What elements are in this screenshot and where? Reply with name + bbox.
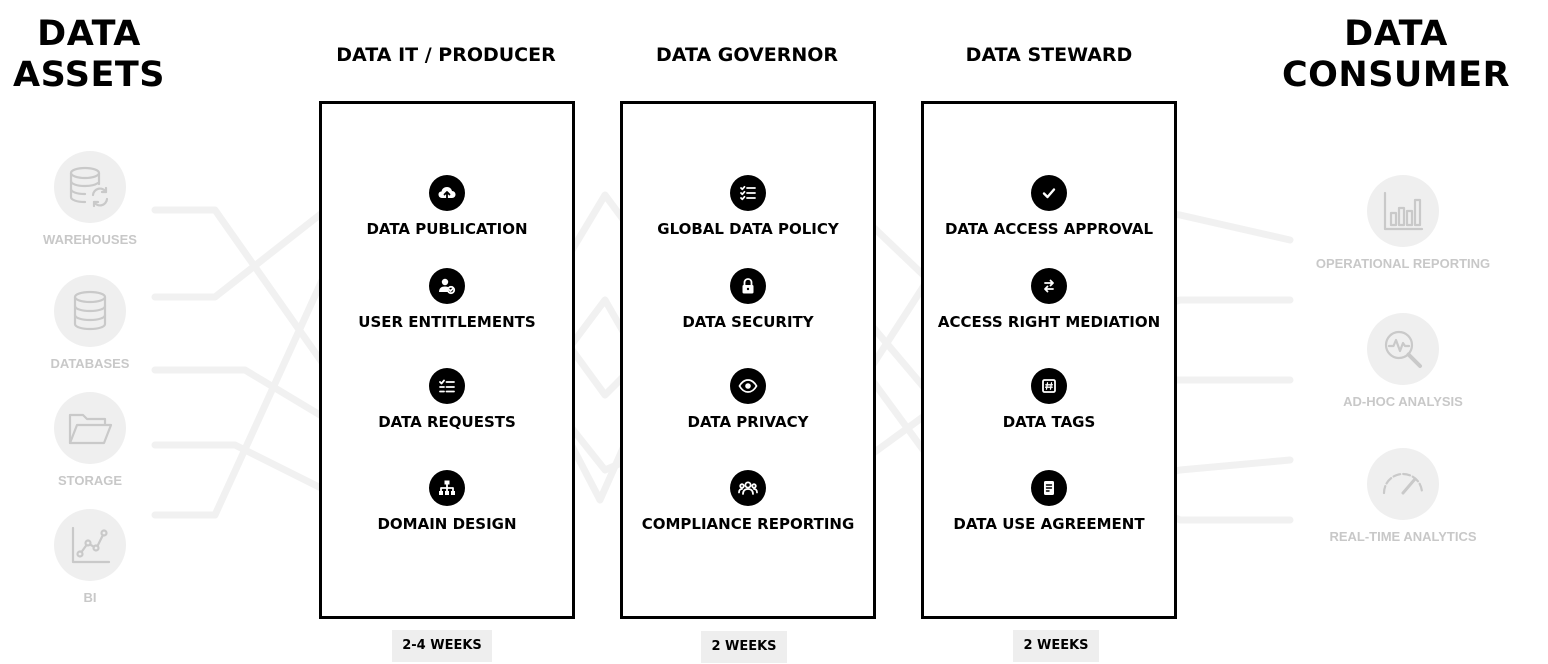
role-item-label: DOMAIN DESIGN [377, 515, 517, 533]
asset-databases-circle [54, 275, 126, 347]
asset-warehouses-label: WAREHOUSES [43, 232, 137, 247]
consumer-operational-reporting-label: OPERATIONAL REPORTING [1315, 256, 1491, 271]
data-assets-title: DATA ASSETS [0, 14, 178, 96]
role-governor-box: GLOBAL DATA POLICY DATA SECURITY DATA PR… [620, 101, 876, 619]
consumer-real-time-analytics-label: REAL-TIME ANALYTICS [1329, 529, 1477, 544]
role-item-data-requests: DATA REQUESTS [322, 368, 572, 431]
asset-warehouses: WAREHOUSES [20, 151, 160, 247]
role-item-label: USER ENTITLEMENTS [358, 313, 536, 331]
role-item-access-right-mediation: ACCESS RIGHT MEDIATION [924, 268, 1174, 331]
role-item-global-data-policy: GLOBAL DATA POLICY [623, 175, 873, 238]
role-item-data-security: DATA SECURITY [623, 268, 873, 331]
magnifier-pulse-icon [1384, 330, 1422, 368]
role-item-label: DATA SECURITY [682, 313, 814, 331]
consumer-real-time-analytics-circle [1367, 448, 1439, 520]
role-steward-title: DATA STEWARD [965, 44, 1133, 66]
asset-bi: BI [20, 509, 160, 605]
asset-storage-label: STORAGE [57, 473, 123, 488]
role-item-label: DATA PRIVACY [687, 413, 809, 431]
hash-tag-icon [1042, 379, 1056, 393]
role-item-label: GLOBAL DATA POLICY [657, 220, 839, 238]
swap-arrows-icon [1044, 279, 1054, 293]
role-item-label: DATA ACCESS APPROVAL [944, 220, 1154, 238]
role-steward-box: DATA ACCESS APPROVAL ACCESS RIGHT MEDIAT… [921, 101, 1177, 619]
role-item-data-privacy: DATA PRIVACY [623, 368, 873, 431]
asset-databases-label: DATABASES [50, 356, 130, 371]
user-check-icon [439, 278, 456, 295]
list-check-icon [740, 185, 756, 201]
role-producer-title: DATA IT / PRODUCER [336, 44, 556, 66]
duration-badge-governor: 2 WEEKS [701, 631, 787, 663]
data-assets-title-line2: ASSETS [13, 55, 165, 95]
database-icon [73, 290, 107, 331]
cloud-upload-icon [438, 187, 456, 201]
asset-storage-circle [54, 392, 126, 464]
role-item-label: DATA TAGS [1002, 413, 1096, 431]
data-consumer-title-line1: DATA [1344, 14, 1448, 54]
asset-storage: STORAGE [20, 392, 160, 488]
role-item-label: COMPLIANCE REPORTING [641, 515, 855, 533]
data-assets-title-line1: DATA [37, 14, 141, 54]
bar-chart-icon [1383, 191, 1424, 231]
role-item-compliance-reporting: COMPLIANCE REPORTING [623, 470, 873, 533]
line-chart-icon [71, 526, 111, 564]
data-consumer-title-line2: CONSUMER [1281, 55, 1511, 95]
role-item-data-use-agreement: DATA USE AGREEMENT [924, 470, 1174, 533]
agreement-doc-icon [1044, 481, 1054, 495]
role-item-label: DATA REQUESTS [378, 413, 516, 431]
role-item-domain-design: DOMAIN DESIGN [322, 470, 572, 533]
role-item-user-entitlements: USER ENTITLEMENTS [322, 268, 572, 331]
consumer-real-time-analytics: REAL-TIME ANALYTICS [1303, 448, 1503, 544]
lock-icon [742, 278, 754, 294]
asset-bi-label: BI [83, 590, 97, 605]
consumer-ad-hoc-analysis-label: AD-HOC ANALYSIS [1343, 394, 1463, 409]
consumer-ad-hoc-analysis-circle [1367, 313, 1439, 385]
duration-badge-producer: 2-4 WEEKS [392, 630, 492, 662]
duration-badge-steward: 2 WEEKS [1013, 630, 1099, 662]
asset-warehouses-circle [54, 151, 126, 223]
role-item-data-tags: DATA TAGS [924, 368, 1174, 431]
role-item-label: DATA USE AGREEMENT [953, 515, 1145, 533]
checkmark-icon [1042, 188, 1056, 199]
team-icon [738, 481, 758, 495]
asset-bi-circle [54, 509, 126, 581]
folder-open-icon [68, 413, 113, 445]
role-item-label: ACCESS RIGHT MEDIATION [937, 313, 1161, 331]
role-item-data-access-approval: DATA ACCESS APPROVAL [924, 175, 1174, 238]
role-item-data-publication: DATA PUBLICATION [322, 175, 572, 238]
consumer-operational-reporting-circle [1367, 175, 1439, 247]
checklist-icon [439, 379, 455, 393]
database-sync-icon [69, 166, 109, 208]
eye-icon [738, 379, 758, 393]
role-producer-box: DATA PUBLICATION USER ENTITLEMENTS DATA … [319, 101, 575, 619]
role-item-label: DATA PUBLICATION [366, 220, 528, 238]
gauge-icon [1382, 472, 1424, 495]
hierarchy-icon [439, 480, 455, 495]
asset-databases: DATABASES [20, 275, 160, 371]
consumer-operational-reporting: OPERATIONAL REPORTING [1303, 175, 1503, 271]
role-governor-title: DATA GOVERNOR [655, 44, 839, 66]
data-consumer-title: DATA CONSUMER [1276, 14, 1516, 96]
consumer-ad-hoc-analysis: AD-HOC ANALYSIS [1303, 313, 1503, 409]
